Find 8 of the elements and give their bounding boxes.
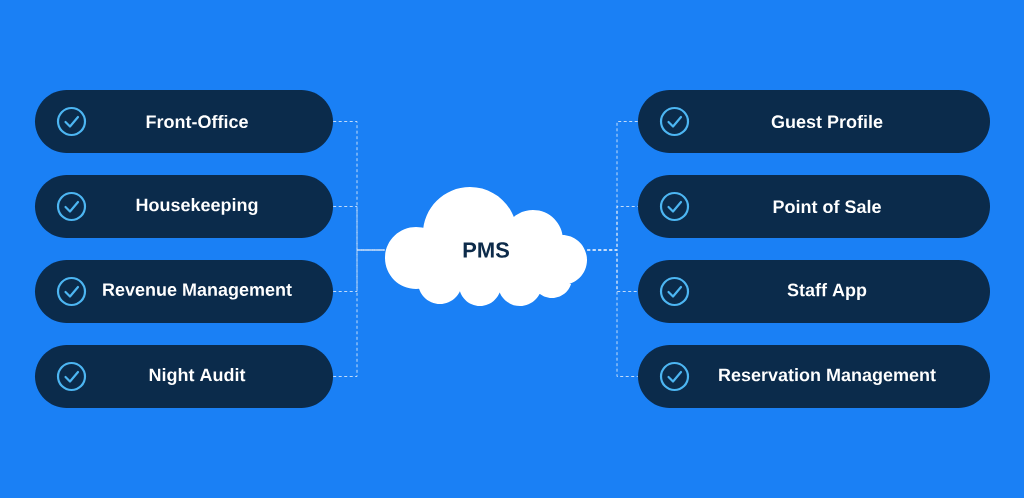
pill-box: Staff App	[638, 260, 990, 323]
pill-box: Reservation Management	[638, 345, 990, 408]
pill-box: Housekeeping	[35, 175, 333, 238]
pill-box: Front-Office	[35, 90, 333, 153]
pill-box: Point of Sale	[638, 175, 990, 238]
pill-box: Guest Profile	[638, 90, 990, 153]
pill-box: Revenue Management	[35, 260, 333, 323]
pill-box: Night Audit	[35, 345, 333, 408]
